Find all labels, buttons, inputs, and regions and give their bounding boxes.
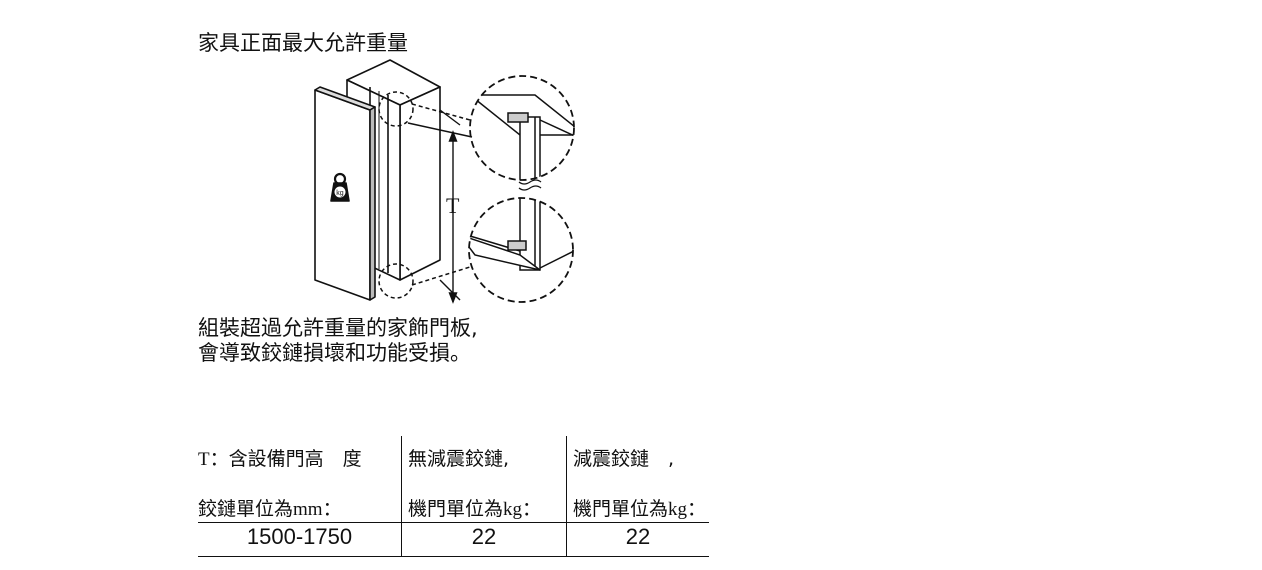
dimension-label: T — [446, 193, 460, 218]
overload-warning: 組裝超過允許重量的家飾門板, 會導致鉸鏈損壞和功能受損。 — [198, 316, 478, 366]
section-heading: 家具正面最大允許重量 — [198, 31, 408, 55]
svg-text:kg: kg — [336, 190, 344, 197]
header-door-height: T：含設備門高 度 — [198, 448, 362, 470]
warning-line-1: 組裝超過允許重量的家飾門板, — [198, 316, 478, 340]
table-header-row: T：含設備門高 度 無減震鉸鏈, 減震鉸鏈 , — [198, 436, 709, 484]
top-hinge-detail — [469, 75, 575, 181]
bottom-hinge-detail — [468, 197, 574, 303]
unit-kg-no-damper: 機門單位為kg： — [401, 484, 567, 523]
unit-kg-damper: 機門單位為kg： — [566, 484, 709, 523]
weight-damper-cell: 22 — [566, 522, 709, 557]
weight-spec-table: T：含設備門高 度 無減震鉸鏈, 減震鉸鏈 , 鉸鏈單位為mm： 機門單位為kg… — [198, 436, 709, 557]
furniture-door-panel — [314, 86, 376, 301]
table-unit-row: 鉸鏈單位為mm： 機門單位為kg： 機門單位為kg： — [198, 484, 709, 523]
header-no-damper-hinge: 無減震鉸鏈, — [401, 436, 567, 484]
height-dimension — [439, 109, 461, 304]
door-installation-diagram: kg T — [314, 59, 575, 304]
header-damper-hinge: 減震鉸鏈 , — [566, 436, 709, 484]
top-hinge-marker — [378, 91, 414, 127]
weight-no-damper-cell: 22 — [401, 522, 567, 557]
unit-mm: 鉸鏈單位為mm： — [198, 484, 402, 523]
bottom-hinge-marker — [378, 263, 414, 299]
table-row: 1500-1750 22 22 — [198, 522, 709, 557]
weight-kg-icon: kg — [330, 172, 350, 202]
warning-line-2: 會導致鉸鏈損壞和功能受損。 — [198, 341, 471, 365]
height-range-cell: 1500-1750 — [198, 522, 402, 557]
